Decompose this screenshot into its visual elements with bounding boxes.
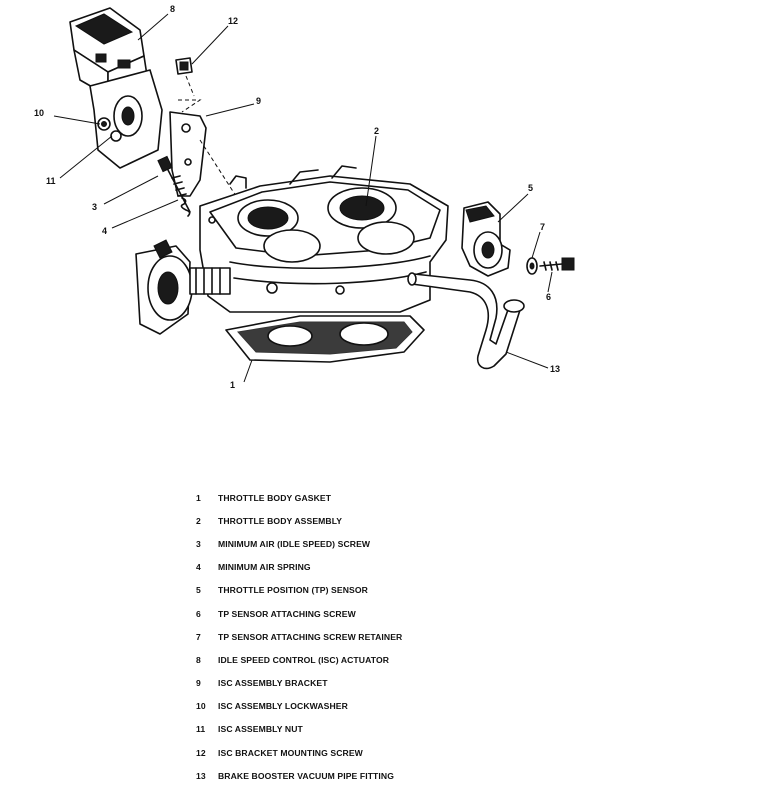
legend-text: TP SENSOR ATTACHING SCREW RETAINER (218, 631, 403, 642)
legend-number: 1 (196, 492, 201, 503)
legend-text: ISC ASSEMBLY NUT (218, 724, 303, 735)
legend-number: 11 (196, 724, 206, 735)
legend-row: 11 ISC ASSEMBLY NUT (196, 718, 736, 741)
callout-3: 3 (92, 202, 97, 212)
legend-row: 9 ISC ASSEMBLY BRACKET (196, 672, 736, 695)
legend-text: MINIMUM AIR (IDLE SPEED) SCREW (218, 538, 371, 549)
legend-row: 12 ISC BRACKET MOUNTING SCREW (196, 741, 736, 764)
legend-number: 3 (196, 538, 201, 549)
legend-number: 12 (196, 747, 206, 758)
callout-7: 7 (540, 222, 545, 232)
throttle-body-gasket-drawing (225, 315, 425, 363)
legend-number: 7 (196, 631, 201, 642)
callout-13: 13 (550, 364, 560, 374)
legend-row: 3 MINIMUM AIR (IDLE SPEED) SCREW (196, 532, 736, 555)
legend-text: MINIMUM AIR SPRING (218, 562, 311, 573)
isc-actuator-drawing (69, 7, 163, 169)
vacuum-pipe-fitting-drawing (407, 272, 525, 370)
legend-number: 10 (196, 701, 206, 712)
legend-row: 4 MINIMUM AIR SPRING (196, 556, 736, 579)
legend-number: 13 (196, 770, 206, 781)
legend-number: 4 (196, 562, 201, 573)
throttle-lever-drawing (135, 239, 231, 335)
legend-row: 8 IDLE SPEED CONTROL (ISC) ACTUATOR (196, 648, 736, 671)
legend-text: ISC BRACKET MOUNTING SCREW (218, 747, 363, 758)
legend-row: 13 BRAKE BOOSTER VACUUM PIPE FITTING (196, 764, 736, 787)
callout-4: 4 (102, 226, 107, 236)
legend-number: 5 (196, 585, 201, 596)
throttle-body-exploded-diagram: 1 2 3 4 5 6 7 8 9 10 11 12 13 (34, 4, 575, 390)
leader-lines (53, 13, 553, 383)
callout-1: 1 (230, 380, 235, 390)
legend-row: 10 ISC ASSEMBLY LOCKWASHER (196, 695, 736, 718)
tp-sensor-retainer-drawing (526, 257, 538, 275)
legend-text: THROTTLE POSITION (TP) SENSOR (218, 585, 368, 596)
legend-text: BRAKE BOOSTER VACUUM PIPE FITTING (218, 770, 394, 781)
parts-legend: 1 THROTTLE BODY GASKET 2 THROTTLE BODY ASS… (196, 486, 736, 787)
legend-number: 6 (196, 608, 201, 619)
minimum-air-screw-drawing (157, 155, 191, 217)
legend-text: THROTTLE BODY ASSEMBLY (218, 515, 343, 526)
throttle-body-drawing (199, 165, 449, 313)
legend-number: 8 (196, 654, 201, 665)
legend-row: 2 THROTTLE BODY ASSEMBLY (196, 509, 736, 532)
callout-11: 11 (46, 176, 56, 186)
legend-text: ISC ASSEMBLY LOCKWASHER (218, 701, 348, 712)
tp-sensor-screw-drawing (539, 257, 575, 271)
legend-row: 1 THROTTLE BODY GASKET (196, 486, 736, 509)
callout-6: 6 (546, 292, 551, 302)
legend-number: 2 (196, 515, 201, 526)
callout-10: 10 (34, 108, 44, 118)
callout-labels: 1 2 3 4 5 6 7 8 9 10 11 12 13 (34, 4, 560, 390)
legend-row: 6 TP SENSOR ATTACHING SCREW (196, 602, 736, 625)
legend-row: 7 TP SENSOR ATTACHING SCREW RETAINER (196, 625, 736, 648)
tp-sensor-drawing (461, 201, 511, 277)
legend-text: TP SENSOR ATTACHING SCREW (218, 608, 356, 619)
callout-8: 8 (170, 4, 175, 14)
legend-text: THROTTLE BODY GASKET (218, 492, 332, 503)
legend-text: ISC ASSEMBLY BRACKET (218, 678, 328, 689)
callout-9: 9 (256, 96, 261, 106)
legend-number: 9 (196, 678, 201, 689)
legend-text: IDLE SPEED CONTROL (ISC) ACTUATOR (218, 654, 390, 665)
callout-5: 5 (528, 183, 533, 193)
legend-row: 5 THROTTLE POSITION (TP) SENSOR (196, 579, 736, 602)
callout-2: 2 (374, 126, 379, 136)
isc-bracket-screw-drawing (175, 57, 195, 97)
callout-12: 12 (228, 16, 238, 26)
isc-bracket-drawing (169, 99, 237, 197)
